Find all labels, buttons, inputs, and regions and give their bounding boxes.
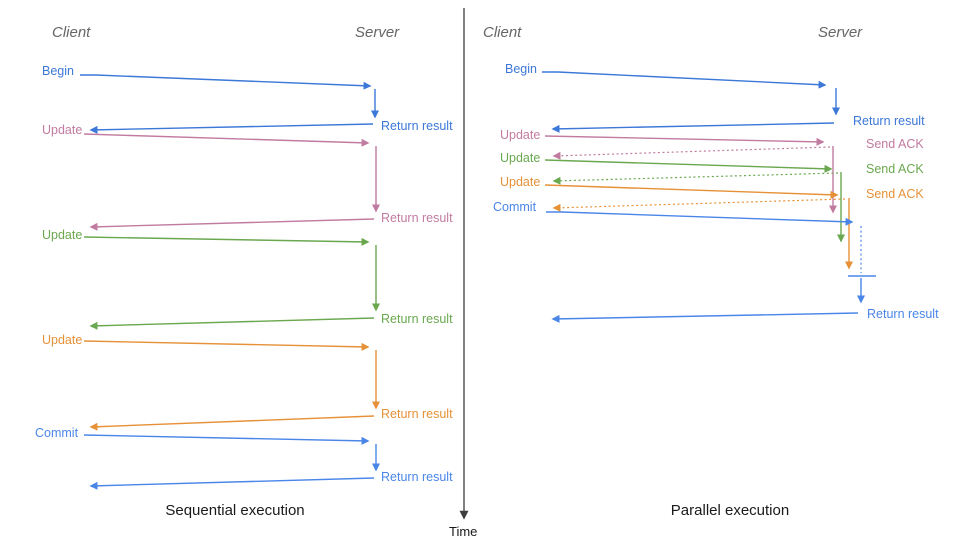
seq-update2-label: Update: [42, 228, 83, 242]
time-axis-label: Time: [449, 524, 478, 539]
seq-update3-request-line: [83, 340, 370, 351]
seq-begin-return-line: [89, 123, 374, 134]
par-commit-result: Return result: [867, 307, 939, 321]
seq-update1-return-line: [89, 218, 375, 231]
par-begin-return-line: [551, 122, 835, 133]
sequential-panel-arrows: [80, 74, 380, 490]
parallel-title: Parallel execution: [670, 502, 790, 519]
par-update2-request-line: [544, 159, 833, 173]
par-commit-request-line: [546, 211, 854, 226]
seq-update2-request-line: [83, 236, 370, 246]
seq-begin-request-line: [80, 74, 372, 90]
par-update1-ack-line: [552, 146, 831, 160]
par-update2-ack: Send ACK: [866, 162, 924, 176]
par-commit-return-line: [551, 312, 859, 323]
par-update2-ack-line: [552, 172, 839, 185]
seq-commit-label: Commit: [35, 426, 79, 440]
seq-client-header: Client: [52, 24, 91, 41]
par-update2-label: Update: [500, 151, 541, 165]
seq-begin-label: Begin: [42, 64, 74, 78]
par-begin-result: Return result: [853, 114, 925, 128]
par-begin-request-line: [542, 71, 827, 89]
seq-begin-result: Return result: [381, 119, 453, 133]
par-client-header: Client: [483, 24, 522, 41]
seq-update2-return-line: [89, 317, 375, 330]
seq-update3-label: Update: [42, 333, 83, 347]
par-update1-label: Update: [500, 128, 541, 142]
par-update1-request-line: [544, 135, 825, 146]
par-server-header: Server: [818, 24, 863, 41]
seq-update1-label: Update: [42, 123, 83, 137]
par-update3-request-line: [544, 184, 839, 199]
par-update3-label: Update: [500, 175, 541, 189]
par-begin-label: Begin: [505, 62, 537, 76]
seq-server-header: Server: [355, 24, 400, 41]
seq-update1-result: Return result: [381, 211, 453, 225]
seq-commit-request-line: [83, 434, 370, 445]
par-commit-label: Commit: [493, 200, 537, 214]
seq-update3-return-line: [89, 415, 375, 431]
par-update3-ack: Send ACK: [866, 187, 924, 201]
par-update1-ack: Send ACK: [866, 137, 924, 151]
sequential-title: Sequential execution: [165, 502, 305, 519]
parallel-panel-arrows: [542, 71, 876, 323]
seq-commit-return-line: [89, 477, 375, 490]
seq-update2-result: Return result: [381, 312, 453, 326]
seq-update1-request-line: [83, 133, 370, 147]
seq-commit-result: Return result: [381, 470, 453, 484]
seq-update3-result: Return result: [381, 407, 453, 421]
par-update3-ack-line: [552, 198, 846, 212]
